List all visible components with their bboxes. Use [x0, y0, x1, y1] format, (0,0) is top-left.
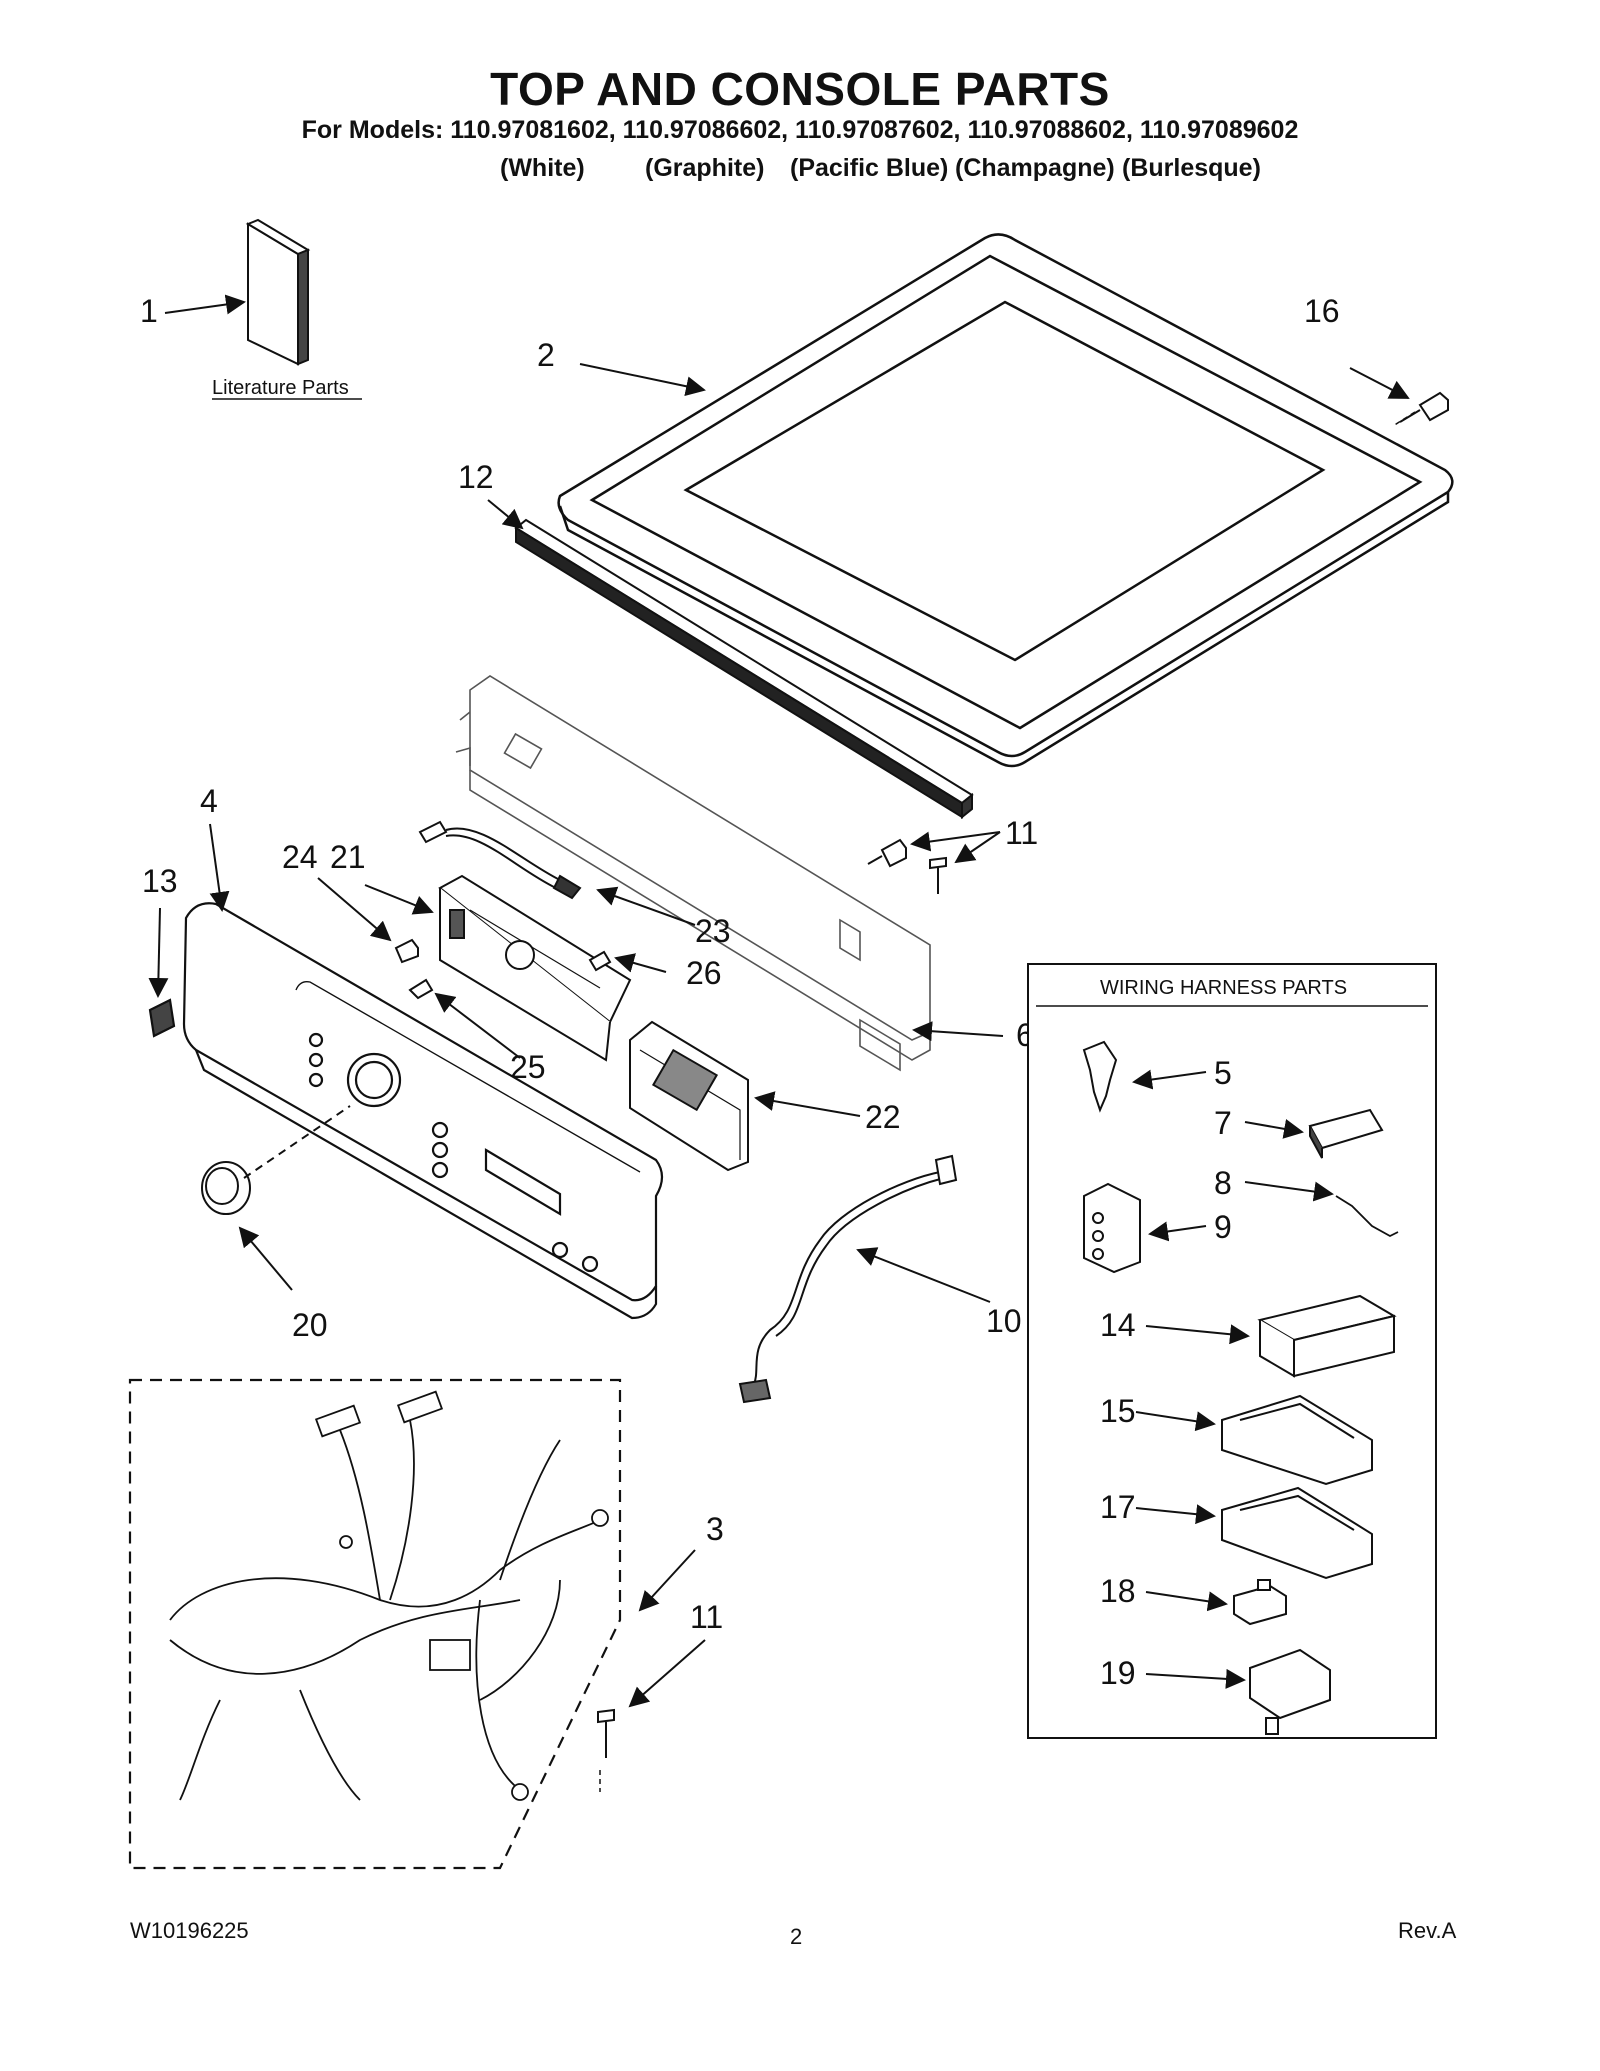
leader-5 [1132, 1069, 1207, 1090]
callout-14: 14 [1100, 1307, 1136, 1343]
callout-13: 13 [142, 863, 178, 899]
leader-2 [579, 363, 706, 397]
knob-dash [243, 1105, 351, 1179]
callout-2: 2 [537, 337, 555, 373]
callout-23: 23 [695, 913, 731, 949]
leader-19 [1145, 1668, 1246, 1689]
switch-25 [408, 978, 434, 1000]
leader-7 [1244, 1119, 1304, 1139]
literature-label: Literature Parts [212, 377, 349, 399]
callout-9: 9 [1214, 1209, 1232, 1245]
callout-24: 24 [282, 839, 318, 875]
connector-14 [1257, 1294, 1397, 1378]
color-white: (White) [500, 154, 585, 182]
leader-13 [148, 907, 169, 998]
connector-9 [1083, 1182, 1141, 1274]
top-panel [557, 233, 1454, 768]
callout-19: 19 [1100, 1655, 1136, 1691]
clip-26 [588, 950, 612, 972]
color-burlesque: (Burlesque) [1122, 154, 1261, 182]
leader-18 [1145, 1591, 1228, 1612]
revision: Rev.A [1398, 1918, 1457, 1943]
color-graphite: (Graphite) [645, 154, 765, 182]
callout-3: 3 [706, 1511, 724, 1547]
leader-15 [1135, 1411, 1216, 1432]
leader-4 [209, 823, 230, 912]
harness-10 [738, 1154, 958, 1404]
leader-24 [317, 877, 392, 942]
connector-18 [1233, 1579, 1287, 1626]
literature-booklet [245, 218, 311, 366]
harness-3-region [128, 1378, 622, 1870]
callout-8: 8 [1214, 1165, 1232, 1201]
callout-10: 10 [986, 1303, 1022, 1339]
control-board-21 [438, 874, 632, 1062]
callout-12: 12 [458, 459, 494, 495]
color-pacific-blue: (Pacific Blue) [790, 154, 949, 182]
connector-15 [1221, 1394, 1373, 1486]
callout-15: 15 [1100, 1393, 1136, 1429]
leader-3 [638, 1549, 696, 1612]
leader-11a-2 [954, 831, 1001, 864]
leader-26 [614, 953, 667, 973]
leader-12 [487, 499, 524, 530]
wiring-box-title: WIRING HARNESS PARTS [1100, 977, 1347, 999]
page-title: TOP AND CONSOLE PARTS [490, 63, 1110, 115]
leader-22 [754, 1091, 861, 1117]
leader-25 [434, 992, 521, 1059]
leader-20 [238, 1226, 293, 1291]
screw-24 [394, 938, 419, 964]
leader-11a-1 [910, 831, 1001, 852]
page-number: 2 [790, 1924, 803, 1949]
screw-16 [1399, 391, 1449, 423]
callout-11-lower: 11 [690, 1599, 723, 1635]
callout-17: 17 [1100, 1489, 1136, 1525]
callout-26: 26 [686, 955, 722, 991]
callout-5: 5 [1214, 1055, 1232, 1091]
main-harness-3 [169, 1390, 609, 1801]
callout-1: 1 [140, 293, 158, 329]
harness-23 [418, 820, 582, 900]
callout-21: 21 [330, 839, 366, 875]
leader-11-lower [628, 1639, 706, 1708]
callout-18: 18 [1100, 1573, 1136, 1609]
leader-8 [1244, 1181, 1334, 1202]
dash-16 [1392, 411, 1416, 427]
connector-19 [1249, 1648, 1331, 1735]
model-list: For Models: 110.97081602, 110.97086602, … [301, 116, 1299, 144]
clip-5 [1082, 1040, 1118, 1113]
leader-1 [164, 294, 246, 315]
callout-22: 22 [865, 1099, 901, 1135]
leader-16 [1349, 367, 1410, 399]
connector-17 [1221, 1486, 1373, 1580]
callout-20: 20 [292, 1307, 328, 1343]
leader-23 [596, 886, 696, 926]
leader-17 [1135, 1504, 1216, 1525]
leader-6 [912, 1021, 1004, 1042]
ui-board-22 [629, 1020, 749, 1172]
callout-16: 16 [1304, 293, 1340, 329]
color-champagne: (Champagne) [955, 154, 1115, 182]
callout-11-upper: 11 [1005, 815, 1038, 851]
leader-14 [1145, 1324, 1250, 1345]
knob-20 [201, 1161, 251, 1215]
terminal-8 [1335, 1195, 1399, 1238]
doc-number: W10196225 [130, 1918, 249, 1943]
leader-9 [1148, 1221, 1207, 1242]
screw-11-lower [597, 1708, 615, 1758]
screw-11-upper [867, 838, 947, 894]
console-panel-4 [148, 902, 664, 1320]
connector-7 [1308, 1108, 1384, 1159]
leader-21 [364, 884, 434, 915]
leader-10 [856, 1247, 991, 1303]
callout-7: 7 [1214, 1105, 1232, 1141]
callout-4: 4 [200, 783, 218, 819]
